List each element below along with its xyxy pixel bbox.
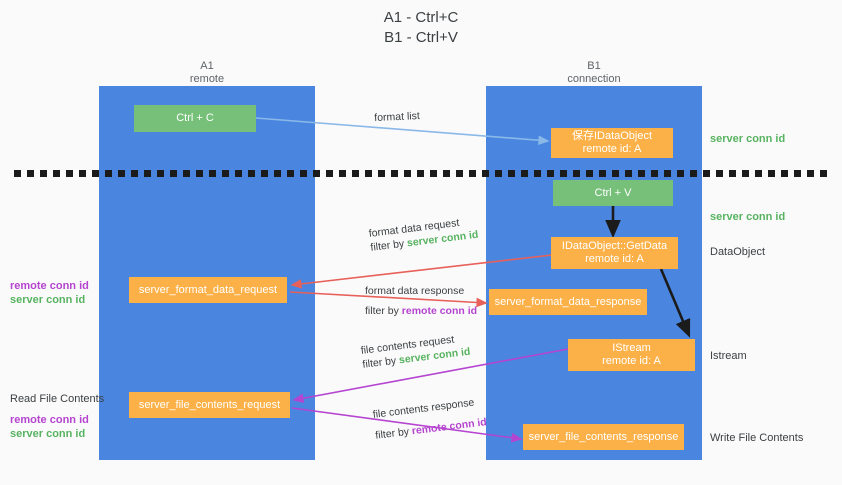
- box-server-file-contents-request[interactable]: server_file_contents_request: [129, 392, 290, 418]
- column-header-a1: A1 remote: [99, 60, 315, 86]
- caption-fcres-remoteconn: remote conn id: [411, 416, 488, 438]
- box-istream[interactable]: IStream remote id: A: [568, 339, 695, 371]
- caption-fdres-remoteconn: remote conn id: [401, 305, 478, 317]
- box-istream-line2: remote id: A: [602, 355, 661, 367]
- label-server-conn-id-top: server conn id: [710, 133, 786, 145]
- box-server-format-data-request[interactable]: server_format_data_request: [129, 277, 287, 303]
- label-istream: Istream: [710, 350, 747, 362]
- caption-file-contents-response: file contents response filter by remote …: [372, 394, 487, 442]
- column-header-b1: B1 connection: [486, 60, 702, 86]
- box-istream-line1: IStream: [612, 342, 651, 354]
- box-getdata-line2: remote id: A: [585, 253, 644, 265]
- label-server-conn-id-1: server conn id: [10, 294, 86, 306]
- column-b1-name: B1: [587, 60, 601, 72]
- box-server-format-data-response[interactable]: server_format_data_response: [489, 289, 647, 315]
- box-server-file-contents-response[interactable]: server_file_contents_response: [523, 424, 684, 450]
- label-server-conn-id-2: server conn id: [10, 428, 86, 440]
- label-remote-conn-id-2: remote conn id: [10, 414, 89, 426]
- column-a1-name: A1: [200, 60, 214, 72]
- caption-format-list: format list: [374, 110, 421, 124]
- box-ctrl-c[interactable]: Ctrl + C: [134, 105, 256, 132]
- caption-fdres-line2: filter by remote conn id: [365, 304, 477, 318]
- box-ctrl-v[interactable]: Ctrl + V: [553, 180, 673, 206]
- label-write-file-contents: Write File Contents: [710, 432, 804, 444]
- caption-fcreq-filter: filter by: [361, 354, 400, 371]
- box-save-idataobject[interactable]: 保存IDataObject remote id: A: [551, 128, 673, 158]
- box-getdata-line1: IDataObject::GetData: [561, 240, 668, 252]
- title-line-2: B1 - Ctrl+V: [384, 29, 458, 46]
- caption-format-data-request: format data request filter by server con…: [368, 214, 479, 255]
- box-idataobject-getdata[interactable]: IDataObject::GetData remote id: A: [551, 237, 678, 269]
- caption-fcres-filter: filter by: [374, 425, 413, 442]
- caption-fdres-line1: format data response: [365, 285, 465, 297]
- label-read-file-contents: Read File Contents: [10, 393, 105, 405]
- column-b1-sub: connection: [567, 73, 621, 85]
- caption-file-contents-request: file contents request filter by server c…: [360, 331, 471, 372]
- label-server-conn-id-mid: server conn id: [710, 211, 786, 223]
- title-line-1: A1 - Ctrl+C: [383, 9, 459, 26]
- caption-fdres-filter: filter by: [365, 305, 402, 317]
- label-remote-conn-id-1: remote conn id: [10, 280, 89, 292]
- caption-format-data-response: format data response filter by remote co…: [365, 284, 477, 318]
- box-save-idataobject-line1: 保存IDataObject: [571, 130, 653, 142]
- column-a1-sub: remote: [189, 73, 225, 85]
- box-save-idataobject-line2: remote id: A: [582, 143, 642, 155]
- label-dataobject: DataObject: [710, 246, 766, 258]
- caption-fdreq-filter: filter by: [369, 237, 408, 254]
- page-title: A1 - Ctrl+C B1 - Ctrl+V: [0, 8, 842, 48]
- phase-divider: [14, 170, 830, 177]
